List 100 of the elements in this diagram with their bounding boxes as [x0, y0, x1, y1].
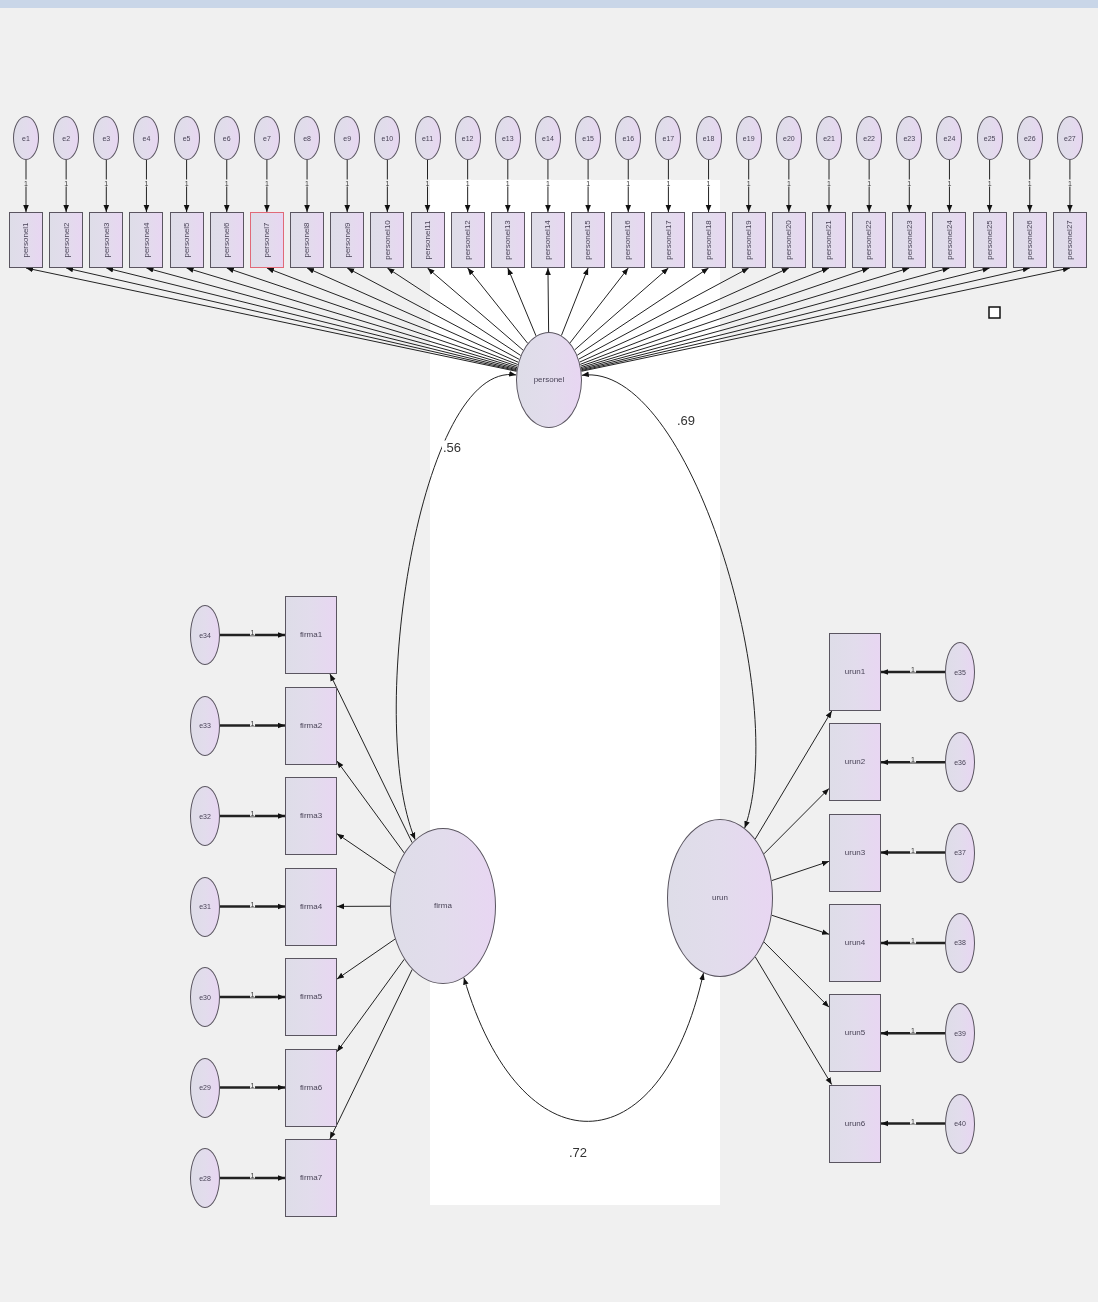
error-term-ellipse: [945, 1093, 975, 1154]
path-arrow: [264, 159, 270, 213]
path-arrow: [881, 1120, 945, 1127]
error-term-ellipse: [945, 822, 975, 883]
node-label: personel17: [664, 220, 673, 260]
node-label: personel4: [142, 222, 151, 258]
path-arrow: [754, 956, 833, 1085]
error-term-ellipse: [735, 116, 762, 160]
observed-variable-box: [530, 212, 565, 268]
path-arrow: [306, 267, 519, 363]
path-arrow: [220, 632, 285, 638]
observed-variable-box: [285, 1139, 337, 1217]
path-arrow: [464, 159, 471, 213]
path-arrow: [220, 1084, 285, 1091]
observed-variable-box: [169, 212, 204, 268]
error-term-ellipse: [1016, 116, 1043, 160]
path-arrow: [881, 1030, 945, 1036]
path-arrow: [545, 159, 551, 213]
observed-variable-box: [49, 212, 84, 268]
node-label: personel11: [423, 220, 432, 260]
path-arrow: [507, 267, 537, 337]
node-label: firma3: [299, 812, 323, 820]
path-arrow: [771, 860, 830, 882]
path-arrow: [220, 903, 285, 910]
error-term-ellipse: [816, 116, 842, 160]
observed-variable-box: [829, 994, 881, 1073]
node-label: firma: [434, 902, 452, 910]
error-term-ellipse: [655, 116, 682, 160]
path-arrow: [705, 159, 712, 213]
observed-variable-box: [932, 212, 967, 268]
observed-variable-box: [490, 212, 525, 268]
node-label: personel19: [744, 220, 753, 260]
node-label: personel7: [262, 222, 271, 258]
error-term-ellipse: [945, 732, 975, 793]
path-arrow: [329, 968, 413, 1140]
path-arrow: [576, 267, 710, 356]
observed-variable-box: [89, 212, 124, 268]
path-arrow: [866, 159, 872, 213]
error-term-ellipse: [190, 876, 220, 937]
path-arrow: [569, 267, 629, 344]
observed-variable-box: [285, 777, 337, 855]
error-term-ellipse: [53, 116, 80, 160]
node-label: personel5: [182, 222, 191, 258]
path-arrow: [560, 267, 589, 337]
error-term-ellipse: [190, 1057, 220, 1118]
covariance-arrow: [395, 373, 517, 841]
error-term-ellipse: [190, 605, 220, 665]
node-label: firma1: [299, 631, 323, 639]
error-term-ellipse: [494, 116, 521, 160]
error-term-ellipse: [945, 912, 975, 973]
path-arrow: [183, 159, 190, 213]
path-arrow: [946, 159, 953, 213]
path-arrow: [143, 159, 150, 213]
path-arrow: [336, 938, 396, 980]
node-label: personel15: [584, 220, 593, 260]
error-term-ellipse: [173, 116, 200, 160]
node-label: personel16: [624, 220, 633, 260]
path-arrow: [344, 159, 350, 213]
path-arrow: [336, 760, 405, 854]
observed-variable-box: [829, 1084, 881, 1163]
error-term-ellipse: [936, 116, 963, 160]
observed-variable-box: [370, 212, 405, 268]
error-term-ellipse: [93, 116, 120, 160]
node-label: urun6: [844, 1119, 866, 1128]
observed-variable-box: [829, 903, 881, 982]
path-arrow: [223, 159, 230, 213]
node-label: firma4: [299, 902, 323, 911]
node-label: firma6: [299, 1083, 323, 1092]
node-label: personel10: [383, 220, 392, 260]
path-arrow: [986, 159, 993, 213]
path-arrow: [881, 849, 945, 856]
error-term-ellipse: [133, 116, 160, 160]
path-arrow: [386, 267, 522, 356]
error-term-ellipse: [534, 116, 561, 160]
node-label: urun3: [844, 848, 866, 857]
error-term-ellipse: [190, 786, 220, 846]
observed-variable-box: [571, 212, 606, 268]
path-arrow: [826, 159, 832, 213]
path-arrow: [1026, 159, 1033, 213]
error-term-ellipse: [190, 967, 220, 1027]
path-arrow: [467, 267, 529, 344]
node-label: personel18: [704, 220, 713, 260]
node-label: personel6: [222, 222, 231, 258]
node-label: personel: [533, 376, 565, 384]
observed-variable-box: [812, 212, 846, 268]
error-term-ellipse: [575, 116, 602, 160]
path-arrow: [881, 669, 945, 675]
path-arrow: [763, 941, 830, 1008]
error-term-ellipse: [856, 116, 883, 160]
node-label: personel20: [784, 220, 793, 260]
path-arrow: [424, 159, 431, 213]
path-arrow: [545, 267, 551, 333]
observed-variable-box: [829, 813, 881, 892]
error-term-ellipse: [1056, 116, 1083, 160]
node-label: personel2: [62, 222, 71, 258]
error-term-ellipse: [13, 116, 39, 160]
edge-label: .72: [567, 1145, 589, 1159]
node-label: personel14: [543, 220, 552, 260]
node-label: urun2: [844, 758, 866, 767]
observed-variable-box: [285, 958, 337, 1036]
